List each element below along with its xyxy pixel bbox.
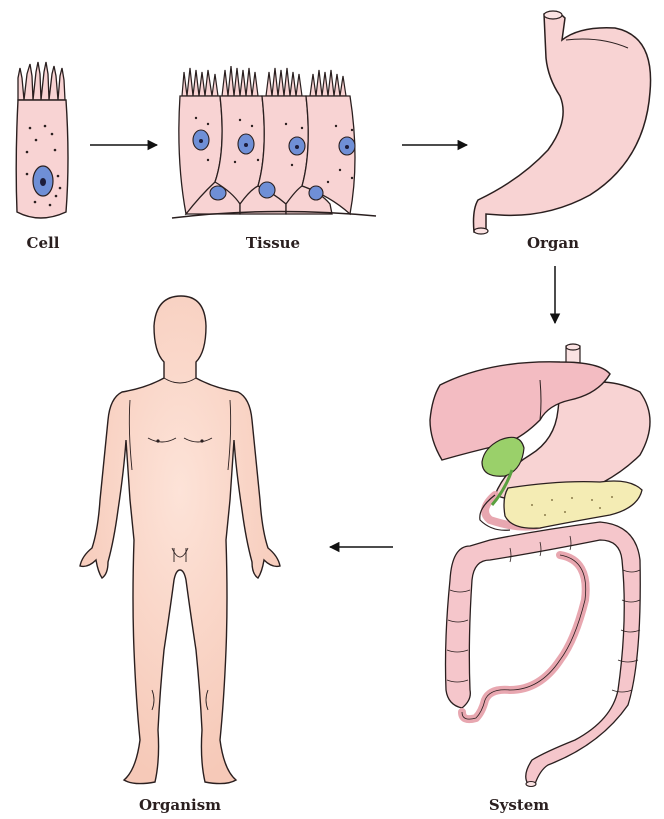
organ-stomach-illustration xyxy=(474,11,651,234)
system-pancreas xyxy=(504,481,642,528)
system-large-intestine xyxy=(446,522,641,784)
tissue-illustration xyxy=(172,66,376,218)
digestive-system-illustration xyxy=(430,344,650,787)
cell-illustration xyxy=(16,62,68,218)
organism-human-illustration xyxy=(80,296,280,784)
label-cell: Cell xyxy=(27,234,60,252)
label-system: System xyxy=(489,796,549,814)
label-organism: Organism xyxy=(139,796,221,814)
label-organ: Organ xyxy=(527,234,579,252)
label-tissue: Tissue xyxy=(246,234,300,252)
